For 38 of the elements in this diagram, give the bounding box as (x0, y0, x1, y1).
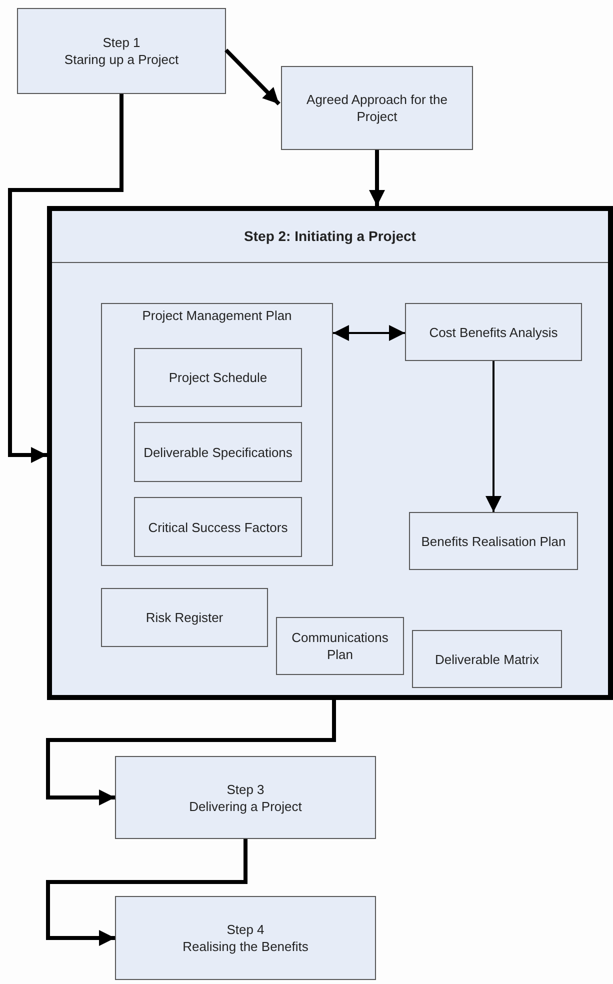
box-label: Risk Register (146, 609, 224, 626)
box-label: Step 1 (102, 34, 140, 51)
step-panel (47, 206, 613, 700)
process-box (17, 8, 226, 94)
process-box (412, 630, 562, 688)
process-box (115, 756, 376, 839)
process-box (405, 303, 582, 361)
arrow (8, 94, 124, 463)
box-label: Project Management Plan (142, 307, 292, 325)
process-box (134, 348, 302, 407)
box-label: Project Schedule (168, 369, 268, 386)
box-label: Step 4 (226, 921, 264, 938)
arrow (333, 325, 405, 341)
process-box (134, 422, 302, 482)
process-box (134, 497, 302, 557)
arrow (369, 150, 385, 206)
box-label: Agreed Approach for the Project (306, 91, 448, 125)
box-label: Staring up a Project (64, 51, 179, 68)
process-box (101, 588, 268, 647)
box-label: Delivering a Project (189, 798, 302, 814)
box-label: Deliverable Specifications (144, 444, 292, 460)
box-label: Cost Benefits Analysis (429, 324, 558, 340)
heading-text: Step 2: Initiating a Project (244, 228, 416, 245)
arrow (486, 361, 502, 512)
box-label: Deliverable Matrix (434, 650, 540, 668)
box-label: Step 3 (226, 780, 264, 798)
process-box (276, 617, 404, 675)
box-label: Realising the Benefits (182, 938, 308, 955)
box-label: Critical Success Factors (148, 518, 288, 536)
group-box (101, 303, 333, 566)
arrow (46, 839, 248, 946)
box-label: Benefits Realisation Plan (421, 532, 566, 550)
process-box (409, 512, 578, 570)
arrow (224, 48, 280, 106)
process-box (281, 66, 473, 150)
arrow (46, 700, 336, 806)
box-label: Communications Plan (290, 629, 390, 663)
process-box (115, 896, 376, 980)
